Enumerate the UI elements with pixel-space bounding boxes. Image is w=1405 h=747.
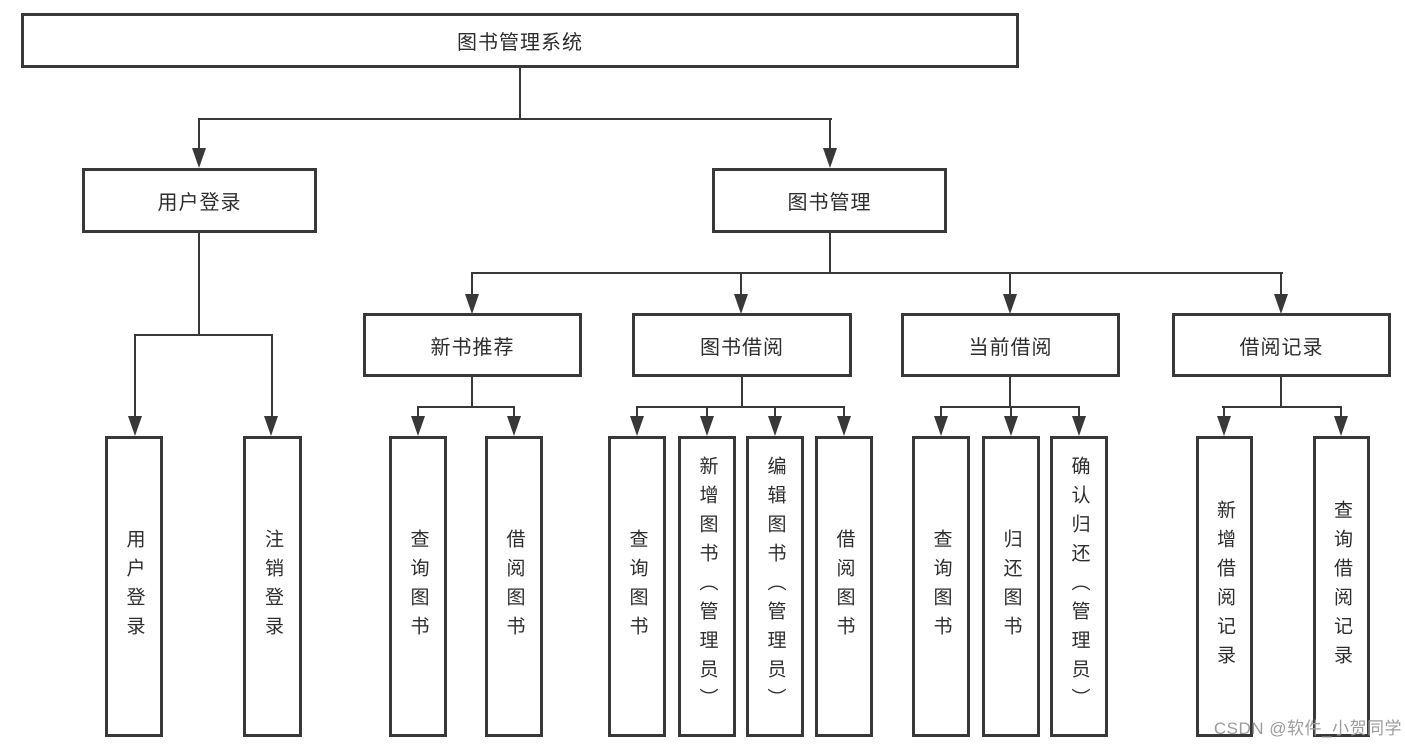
- connector-line: [134, 334, 136, 418]
- node-borrow-records: 借阅记录: [1172, 313, 1391, 377]
- connector-line: [513, 406, 515, 418]
- node-leaf-query-books-recommend: 查询图书: [389, 436, 447, 737]
- node-leaf-return-books: 归还图书: [982, 436, 1040, 737]
- arrow-down-icon: [1072, 416, 1086, 436]
- connector-line: [1010, 406, 1012, 418]
- connector-line: [471, 272, 473, 296]
- node-user-login: 用户登录: [82, 168, 317, 233]
- node-leaf-logout: 注销登录: [243, 436, 302, 737]
- connector-line: [1009, 272, 1011, 296]
- arrow-down-icon: [465, 294, 479, 314]
- arrow-down-icon: [934, 416, 948, 436]
- node-leaf-add-book-admin: 新增图书（管理员）: [678, 436, 736, 737]
- connector-line: [471, 377, 473, 407]
- connector-line: [940, 406, 942, 418]
- node-new-book-recommend: 新书推荐: [363, 313, 582, 377]
- arrow-down-icon: [1274, 294, 1288, 314]
- arrow-down-icon: [411, 416, 425, 436]
- node-leaf-add-borrow-record: 新增借阅记录: [1196, 436, 1253, 737]
- arrow-down-icon: [507, 416, 521, 436]
- node-leaf-borrow-books-recommend: 借阅图书: [485, 436, 543, 737]
- connector-line: [198, 118, 200, 151]
- connector-line: [1223, 406, 1225, 418]
- connector-line: [774, 406, 776, 418]
- arrow-down-icon: [823, 148, 837, 168]
- connector-line: [198, 118, 832, 120]
- connector-line: [740, 272, 742, 296]
- arrow-down-icon: [128, 416, 142, 436]
- connector-line: [1078, 406, 1080, 418]
- connector-line: [829, 233, 831, 274]
- node-leaf-user-login: 用户登录: [105, 436, 163, 737]
- node-leaf-edit-book-admin: 编辑图书（管理员）: [746, 436, 804, 737]
- connector-line: [706, 406, 708, 418]
- arrow-down-icon: [837, 416, 851, 436]
- connector-line: [417, 406, 515, 408]
- connector-line: [1340, 406, 1342, 418]
- connector-line: [519, 68, 521, 119]
- arrow-down-icon: [264, 416, 278, 436]
- connector-line: [134, 334, 273, 336]
- connector-line: [636, 406, 638, 418]
- arrow-down-icon: [1003, 294, 1017, 314]
- arrow-down-icon: [192, 148, 206, 168]
- connector-line: [1280, 272, 1282, 296]
- connector-line: [198, 233, 200, 335]
- arrow-down-icon: [734, 294, 748, 314]
- node-leaf-borrow-books: 借阅图书: [815, 436, 873, 737]
- connector-line: [1280, 377, 1282, 407]
- arrow-down-icon: [1217, 416, 1231, 436]
- connector-line: [637, 406, 845, 408]
- node-current-borrow: 当前借阅: [901, 313, 1120, 377]
- connector-line: [741, 377, 743, 407]
- node-leaf-confirm-return-admin: 确认归还（管理员）: [1050, 436, 1108, 737]
- node-leaf-query-books-current: 查询图书: [912, 436, 970, 737]
- node-book-borrow: 图书借阅: [632, 313, 852, 377]
- connector-line: [417, 406, 419, 418]
- connector-line: [471, 272, 1283, 274]
- csdn-watermark: CSDN @软件_小贺同学: [1213, 719, 1402, 738]
- node-root: 图书管理系统: [21, 13, 1019, 68]
- connector-line: [271, 334, 273, 418]
- connector-line: [1009, 377, 1011, 407]
- arrow-down-icon: [768, 416, 782, 436]
- arrow-down-icon: [1004, 416, 1018, 436]
- arrow-down-icon: [1334, 416, 1348, 436]
- connector-line: [829, 118, 831, 151]
- connector-line: [843, 406, 845, 418]
- connector-line: [1222, 406, 1342, 408]
- arrow-down-icon: [700, 416, 714, 436]
- node-leaf-query-books-borrow: 查询图书: [608, 436, 666, 737]
- arrow-down-icon: [630, 416, 644, 436]
- node-book-management: 图书管理: [712, 168, 947, 233]
- node-leaf-query-borrow-record: 查询借阅记录: [1313, 436, 1370, 737]
